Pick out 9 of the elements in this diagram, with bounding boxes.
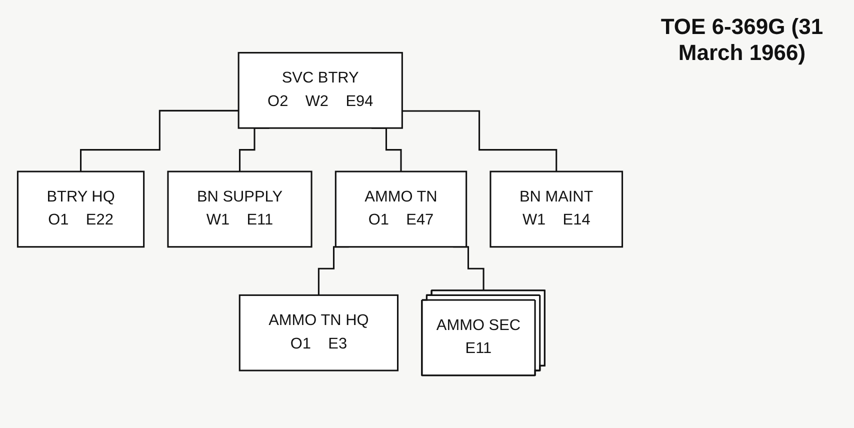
- node-box: AMMO TN HQ O1 E3: [238, 294, 399, 372]
- node-box: BTRY HQ O1 E22: [16, 170, 145, 248]
- chart-title: TOE 6-369G (31 March 1966): [660, 14, 824, 67]
- node-box: SVC BTRY O2 W2 E94: [238, 52, 403, 129]
- connector: [402, 110, 558, 172]
- node-box: AMMO TN O1 E47: [334, 170, 468, 248]
- node-box: BN MAINT W1 E14: [490, 170, 624, 248]
- connector: [80, 110, 239, 172]
- node-box: BN SUPPLY W1 E11: [167, 170, 312, 248]
